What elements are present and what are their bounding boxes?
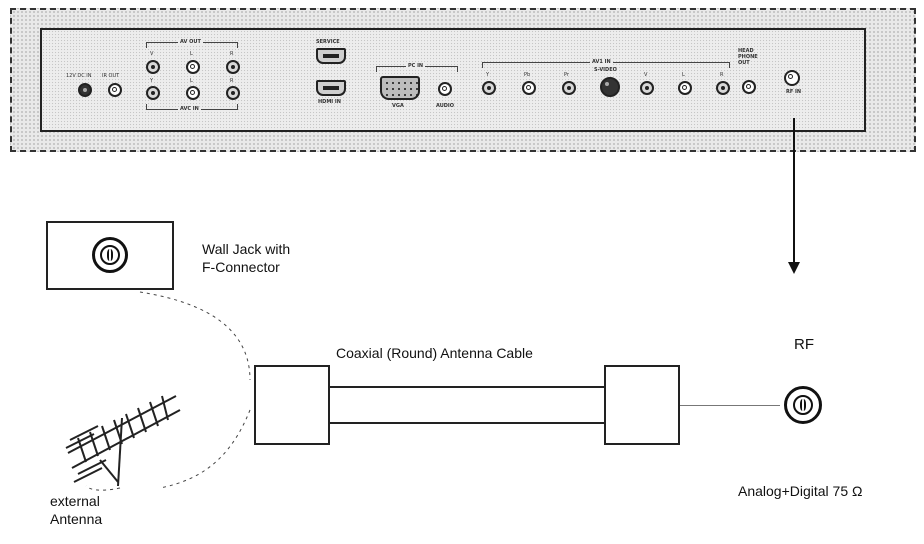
avc-in-l-label: L [190, 78, 193, 84]
avc-in-video-jack[interactable] [146, 86, 160, 100]
s-video-port[interactable] [600, 77, 620, 97]
s-video-label: S-VIDEO [594, 67, 617, 73]
av1-right-jack[interactable] [716, 81, 730, 95]
avc-in-r-label: R [230, 78, 234, 84]
av-out-l-label: L [190, 51, 193, 57]
antenna-label-line1: external [50, 493, 100, 509]
rf-connector-icon [784, 386, 822, 424]
service-label: SERVICE [316, 39, 340, 45]
rf-in-label: RF IN [786, 89, 802, 95]
av1-pb-label: Pb [524, 72, 531, 78]
rf-in-jack[interactable] [784, 70, 800, 86]
av1-v-label: V [644, 72, 648, 78]
dc-in-jack[interactable] [78, 83, 92, 97]
avc-in-right-jack[interactable] [226, 86, 240, 100]
av1-left-jack[interactable] [678, 81, 692, 95]
av1-r-label: R [720, 72, 724, 78]
av-out-r-label: R [230, 51, 234, 57]
tv-rear-panel: 12V DC IN IR OUT AV OUT V L R Y L R AVC … [40, 28, 866, 132]
service-port[interactable] [316, 48, 346, 64]
head-phone-out-label: HEAD PHONE OUT [738, 48, 758, 66]
av1-pb-jack[interactable] [522, 81, 536, 95]
ir-out-label: IR OUT [102, 73, 120, 79]
avc-in-label: AVC IN [178, 106, 201, 112]
f-connector-icon [92, 237, 128, 273]
vga-label: VGA [392, 103, 404, 109]
coax-plug-right [604, 365, 680, 445]
wall-jack-label-line2: F-Connector [202, 259, 280, 275]
av1-l-label: L [682, 72, 685, 78]
av-out-v-label: V [150, 51, 154, 57]
ir-out-jack[interactable] [108, 83, 122, 97]
wall-jack-plate [46, 221, 174, 290]
antenna-label-line2: Antenna [50, 511, 103, 527]
antenna-icon [65, 395, 181, 487]
head-phone-out-jack[interactable] [742, 80, 756, 94]
av1-pr-jack[interactable] [562, 81, 576, 95]
avc-in-left-jack[interactable] [186, 86, 200, 100]
av-out-video-jack[interactable] [146, 60, 160, 74]
av1-y-label: Y [486, 72, 490, 78]
av1-video-jack[interactable] [640, 81, 654, 95]
avc-in-y-label: Y [150, 78, 154, 84]
rf-label: RF [794, 336, 814, 353]
av-out-left-jack[interactable] [186, 60, 200, 74]
av1-pr-label: Pr [564, 72, 569, 78]
pc-in-label: PC IN [406, 63, 426, 69]
av-out-label: AV OUT [178, 39, 203, 45]
dc-in-label: 12V DC IN [66, 73, 92, 79]
coax-cable-body [330, 386, 604, 424]
hdmi-in-port[interactable] [316, 80, 346, 96]
coax-plug-left [254, 365, 330, 445]
connection-arrow-line [793, 118, 795, 266]
av1-y-jack[interactable] [482, 81, 496, 95]
vga-port[interactable] [380, 76, 420, 100]
hdmi-in-label: HDMI IN [318, 99, 341, 105]
rf-spec-label: Analog+Digital 75 Ω [738, 483, 863, 499]
coax-cable-label: Coaxial (Round) Antenna Cable [336, 345, 533, 361]
audio-label: AUDIO [436, 103, 455, 109]
pc-audio-jack[interactable] [438, 82, 452, 96]
av1-in-label: AV1 IN [590, 59, 613, 65]
av-out-right-jack[interactable] [226, 60, 240, 74]
connection-arrow-head [788, 262, 800, 274]
wall-jack-label-line1: Wall Jack with [202, 241, 291, 257]
cable-to-rf-line [680, 405, 780, 406]
